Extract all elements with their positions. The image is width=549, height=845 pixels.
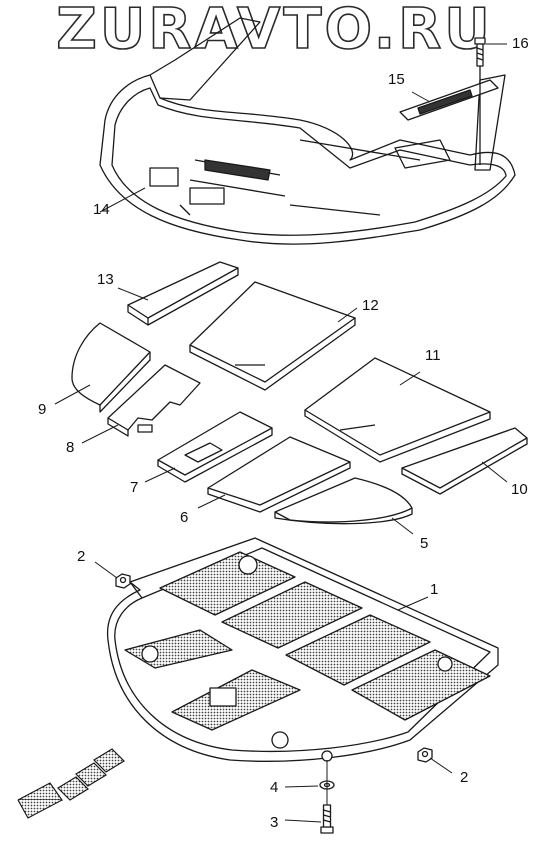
part-8-pad xyxy=(107,364,201,431)
part-12-pad xyxy=(189,281,356,383)
part-5-pad xyxy=(274,477,413,523)
callout-5: 5 xyxy=(420,535,429,552)
callout-11: 11 xyxy=(425,347,441,364)
part-14-hood-liner xyxy=(99,17,516,245)
callout-15: 15 xyxy=(388,71,405,88)
callout-12: 12 xyxy=(362,297,379,314)
callout-1: 1 xyxy=(430,581,439,598)
callout-16: 16 xyxy=(512,35,529,52)
callout-2-right: 2 xyxy=(460,769,469,786)
callout-3: 3 xyxy=(270,814,279,831)
part-15-emblem-plate xyxy=(399,79,499,121)
callout-10: 10 xyxy=(511,481,528,498)
front-direction-arrow-icon xyxy=(17,748,125,819)
part-3-bolt xyxy=(320,804,334,834)
callout-9: 9 xyxy=(38,401,47,418)
callout-14: 14 xyxy=(93,201,110,218)
callout-4: 4 xyxy=(270,779,279,796)
callout-13: 13 xyxy=(97,271,114,288)
part-16-screw xyxy=(474,37,486,165)
part-2-nut-right xyxy=(417,747,433,763)
callout-6: 6 xyxy=(180,509,189,526)
part-11-pad xyxy=(304,357,491,456)
callout-2-left: 2 xyxy=(77,548,86,565)
part-13-pad xyxy=(127,261,239,319)
callout-7: 7 xyxy=(130,479,139,496)
part-2-nut-left xyxy=(115,573,131,589)
part-1-liner-plate xyxy=(106,537,499,762)
part-9-pad xyxy=(71,322,151,406)
callout-8: 8 xyxy=(66,439,75,456)
watermark: ZURAVTO.RU xyxy=(55,0,493,62)
